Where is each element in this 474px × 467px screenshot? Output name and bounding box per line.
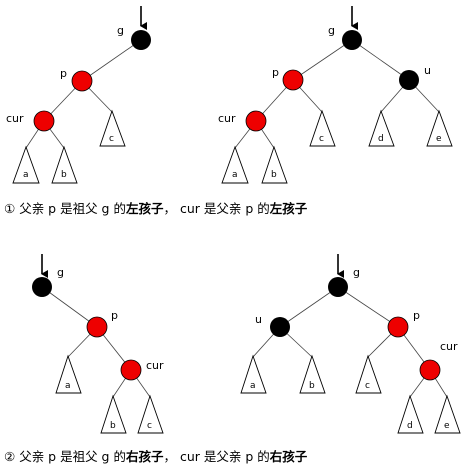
- caption-emphasis: 左孩子: [125, 201, 164, 216]
- label-cur: cur: [6, 112, 24, 125]
- label-d: d: [407, 421, 413, 431]
- diagram-case2-with-uncle: g u p cur a b c d e: [240, 254, 461, 434]
- node-cur: [419, 359, 441, 381]
- node-u: [270, 317, 290, 337]
- caption-number: ②: [4, 449, 16, 464]
- label-b: b: [110, 421, 116, 431]
- subtree-d: [397, 394, 424, 434]
- label-d: d: [378, 134, 384, 144]
- node-cur: [120, 359, 142, 381]
- label-c: c: [365, 381, 370, 391]
- subtree-e: [426, 109, 453, 147]
- label-a: a: [23, 170, 29, 180]
- label-c: c: [147, 421, 152, 431]
- caption-text: 父亲 p 是祖父 g 的: [15, 201, 126, 216]
- node-g: [131, 30, 151, 50]
- node-cur: [33, 110, 55, 132]
- subtree-a: [240, 354, 267, 394]
- label-e: e: [436, 134, 442, 144]
- label-p: p: [60, 67, 67, 80]
- label-b: b: [61, 170, 67, 180]
- label-g: g: [117, 24, 124, 37]
- label-g: g: [57, 266, 64, 279]
- node-g: [328, 277, 348, 297]
- subtree-c: [137, 394, 164, 434]
- caption-emphasis: 左孩子: [269, 201, 308, 216]
- caption-text: ， cur 是父亲 p 的: [163, 449, 270, 464]
- caption-case1: ① 父亲 p 是祖父 g 的左孩子， cur 是父亲 p 的左孩子: [4, 198, 307, 217]
- label-u: u: [424, 64, 431, 77]
- label-c: c: [109, 134, 114, 144]
- label-u: u: [255, 313, 262, 326]
- label-p: p: [272, 66, 279, 79]
- caption-emphasis: 右孩子: [269, 449, 308, 464]
- subtree-b: [51, 145, 78, 184]
- label-a: a: [65, 381, 71, 391]
- subtree-d: [368, 109, 395, 147]
- subtree-c: [99, 109, 126, 147]
- node-p: [71, 70, 93, 92]
- caption-number: ①: [4, 201, 16, 216]
- label-p: p: [111, 309, 118, 322]
- caption-text: 父亲 p 是祖父 g 的: [15, 449, 126, 464]
- subtree-a: [55, 354, 82, 394]
- caption-case2: ② 父亲 p 是祖父 g 的右孩子， cur 是父亲 p 的右孩子: [4, 446, 307, 465]
- node-cur: [245, 110, 267, 132]
- subtree-a: [12, 145, 40, 184]
- subtree-b: [261, 145, 288, 184]
- subtree-c: [309, 109, 336, 147]
- subtree-b: [100, 394, 127, 434]
- diagram-case2-before: g p cur a b c: [32, 254, 164, 434]
- node-g: [32, 277, 52, 297]
- label-e: e: [444, 421, 450, 431]
- node-p: [282, 69, 304, 91]
- label-a: a: [250, 381, 256, 391]
- diagram-case1-before: g p cur a b c: [6, 6, 151, 184]
- subtree-c: [355, 354, 382, 394]
- label-g: g: [328, 24, 335, 37]
- label-b: b: [309, 381, 315, 391]
- label-cur: cur: [146, 359, 164, 372]
- label-b: b: [271, 170, 277, 180]
- subtree-b: [299, 354, 326, 394]
- node-u: [399, 70, 419, 90]
- caption-emphasis: 右孩子: [125, 449, 164, 464]
- diagram-case1-with-uncle: g p u cur a b c d e: [218, 6, 453, 184]
- caption-text: ， cur 是父亲 p 的: [163, 201, 270, 216]
- label-a: a: [232, 170, 238, 180]
- label-cur: cur: [218, 112, 236, 125]
- label-g: g: [353, 266, 360, 279]
- node-p: [86, 316, 108, 338]
- label-cur: cur: [440, 340, 458, 353]
- label-c: c: [319, 134, 324, 144]
- node-p: [387, 316, 409, 338]
- label-p: p: [413, 309, 420, 322]
- node-g: [342, 30, 362, 50]
- subtree-e: [434, 394, 461, 434]
- subtree-a: [221, 145, 249, 184]
